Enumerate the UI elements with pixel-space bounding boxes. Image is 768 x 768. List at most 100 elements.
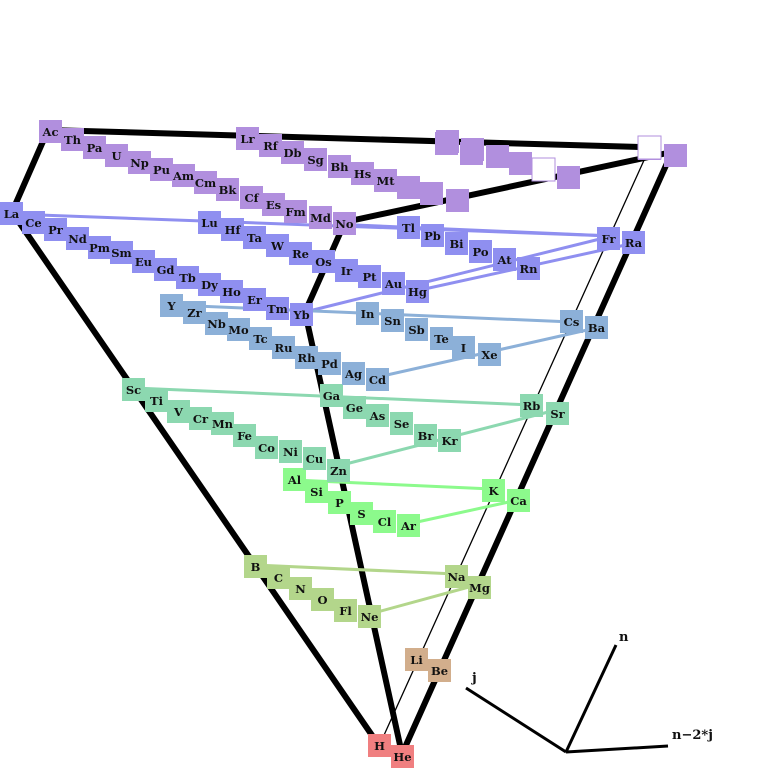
cell-te: Te [430,327,453,350]
cell-box [194,171,217,194]
cell-fm: Fm [284,200,307,223]
cell-box [0,202,23,225]
cell-symbol: Tm [267,302,288,316]
cell-box [145,389,168,412]
cell-box [421,224,444,247]
cell-box [262,193,285,216]
cell-symbol: Te [434,332,449,346]
cell-be: Be [428,659,451,682]
cell-po: Po [469,240,492,263]
cell-box [445,565,468,588]
cell-symbol: Ag [344,367,362,381]
cell-symbol: Es [266,198,281,212]
cell-c: C [267,566,290,589]
cell-symbol: Pb [424,229,441,243]
cell-box [183,301,206,324]
cell-box [128,151,151,174]
cell-pm: Pm [88,236,111,259]
cell-cr: Cr [189,407,212,430]
cell-symbol: Ba [588,321,606,335]
cell-symbol: Bk [219,183,238,197]
cell-box [391,745,414,768]
cell-unlabeled [557,166,580,189]
cell-box [279,440,302,463]
cell-symbol: Np [130,156,149,170]
cell-unlabeled [446,189,469,212]
cell-box [358,605,381,628]
cell-bi: Bi [445,232,468,255]
cell-symbol: Pd [321,357,338,371]
cell-i: I [452,336,475,359]
cell-lu: Lu [198,211,221,234]
cell-pr: Pr [44,218,67,241]
cell-tm: Tm [266,297,289,320]
cell-la: La [0,202,23,225]
cell-symbol: Pt [363,270,378,284]
cell-zr: Zr [183,301,206,324]
cell-cs: Cs [560,310,583,333]
cell-symbol: Se [394,417,410,431]
cell-b: B [244,555,267,578]
axis-j-label: j [471,671,477,686]
cell-tb: Tb [176,266,199,289]
cell-symbol: In [361,307,375,321]
cell-hg: Hg [406,280,429,303]
cell-box [382,272,405,295]
cell-y: Y [160,294,183,317]
cell-box [546,402,569,425]
cell-mo: Mo [227,318,250,341]
cell-zn: Zn [327,459,350,482]
cell-p: P [328,491,351,514]
cell-w: W [266,234,289,257]
cell-symbol: Cr [193,412,209,426]
cell-yb: Yb [290,303,313,326]
cell-symbol: Md [310,211,331,225]
cell-box [132,250,155,273]
connector-yb-fr [303,234,614,314]
cell-symbol: Tc [253,332,267,346]
cell-box [520,394,543,417]
cell-symbol: Cd [369,373,386,387]
cell-unlabeled [509,152,532,175]
cell-box [22,211,45,234]
cell-tl: Tl [397,216,420,239]
cell-symbol: Zr [187,306,202,320]
cell-pd: Pd [318,352,341,375]
cell-mt: Mt [374,169,397,192]
cell-box [259,134,282,157]
cell-box [366,368,389,391]
cell-box [405,318,428,341]
cell-box [249,327,272,350]
cell-symbol: N [295,582,306,596]
cell-box [320,384,343,407]
cell-box [350,502,373,525]
cell-box [368,734,391,757]
cell-box [335,259,358,282]
cell-box [233,424,256,447]
cell-symbol: Pm [89,241,110,255]
cell-ta: Ta [243,226,266,249]
cell-cu: Cu [303,447,326,470]
cell-symbol: Mo [228,323,249,337]
cell-box [328,155,351,178]
cell-box [435,132,458,155]
cell-symbol: Er [247,293,263,307]
connector-ar-ca [406,498,520,526]
cell-box [216,178,239,201]
cell-symbol: Mg [469,581,490,595]
cell-symbol: Os [315,255,332,269]
cell-symbol: U [111,149,121,163]
cell-box [343,396,366,419]
cell-ar: Ar [397,514,420,537]
cell-unlabeled [486,145,509,168]
cell-symbol: Fm [285,205,305,219]
cell-box [328,491,351,514]
cell-box [83,136,106,159]
cell-box [122,378,145,401]
cell-box [198,211,221,234]
cell-symbol: Cu [306,452,324,466]
cell-cm: Cm [194,171,217,194]
cell-unlabeled [420,182,443,205]
cell-in: In [356,302,379,325]
cell-box [560,310,583,333]
